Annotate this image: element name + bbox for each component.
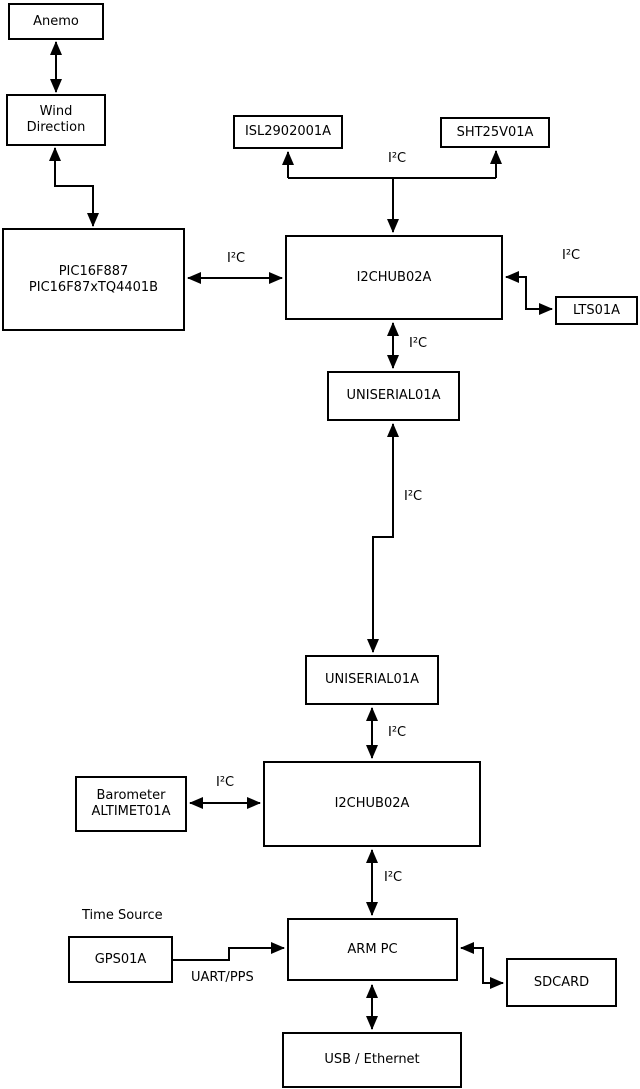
box-pic-line2: PIC16F87xTQ4401B <box>28 279 159 295</box>
label-i2c-pic-hub: I²C <box>227 251 246 266</box>
box-isl-label: ISL2902001A <box>244 124 332 139</box>
label-i2c-barometer-hub: I²C <box>216 775 235 790</box>
box-anemo: Anemo <box>8 3 104 40</box>
box-lts: LTS01A <box>555 296 638 325</box>
label-i2c-lts: I²C <box>562 248 581 263</box>
box-uniserial-upper-label: UNISERIAL01A <box>346 388 441 403</box>
box-uniserial-upper: UNISERIAL01A <box>327 371 460 421</box>
label-i2c-sensor-branch: I²C <box>388 151 407 166</box>
box-i2c-hub-lower-label: I2CHUB02A <box>334 796 410 811</box>
box-arm-pc: ARM PC <box>287 918 458 981</box>
box-gps-label: GPS01A <box>94 951 147 967</box>
box-barometer: Barometer ALTIMET01A <box>75 776 187 832</box>
edge-gps-armpc <box>173 942 285 961</box>
box-sht-label: SHT25V01A <box>456 124 534 140</box>
label-uart-pps: UART/PPS <box>191 970 254 985</box>
label-time-source: Time Source <box>82 908 163 923</box>
box-wind-direction-line1: Wind <box>39 104 73 119</box>
box-sht: SHT25V01A <box>440 117 550 148</box>
box-lts-label: LTS01A <box>572 302 621 318</box>
box-pic: PIC16F887 PIC16F87xTQ4401B <box>2 228 185 331</box>
edge-uniserial-link <box>367 423 399 653</box>
box-uniserial-lower: UNISERIAL01A <box>305 655 439 705</box>
edge-hub-upper-lts <box>505 271 553 315</box>
box-pic-line1: PIC16F887 <box>58 263 129 279</box>
box-i2c-hub-upper-label: I2CHUB02A <box>356 269 432 285</box>
box-sdcard: SDCARD <box>506 958 617 1007</box>
box-uniserial-lower-label: UNISERIAL01A <box>325 672 419 687</box>
box-anemo-label: Anemo <box>33 13 79 29</box>
label-i2c-uniserial-hub-lower: I²C <box>388 725 407 740</box>
box-usb-ethernet: USB / Ethernet <box>282 1032 462 1088</box>
box-arm-pc-label: ARM PC <box>347 941 398 957</box>
box-i2c-hub-upper: I2CHUB02A <box>285 235 503 320</box>
box-gps: GPS01A <box>68 936 173 983</box>
box-isl: ISL2902001A <box>233 115 343 149</box>
box-barometer-line2: ALTIMET01A <box>91 804 171 819</box>
box-usb-ethernet-label: USB / Ethernet <box>324 1052 420 1067</box>
label-i2c-uniserial-link: I²C <box>404 489 423 504</box>
label-i2c-hub-uniserial: I²C <box>409 336 428 351</box>
box-sdcard-label: SDCARD <box>533 974 590 990</box>
box-wind-direction: Wind Direction <box>6 94 106 146</box>
box-wind-direction-line2: Direction <box>26 120 86 135</box>
edge-wind-pic <box>49 147 99 227</box>
box-i2c-hub-lower: I2CHUB02A <box>263 761 481 847</box>
edge-armpc-sdcard <box>460 942 504 989</box>
label-i2c-hub-armpc: I²C <box>384 870 403 885</box>
box-barometer-line1: Barometer <box>96 788 166 803</box>
